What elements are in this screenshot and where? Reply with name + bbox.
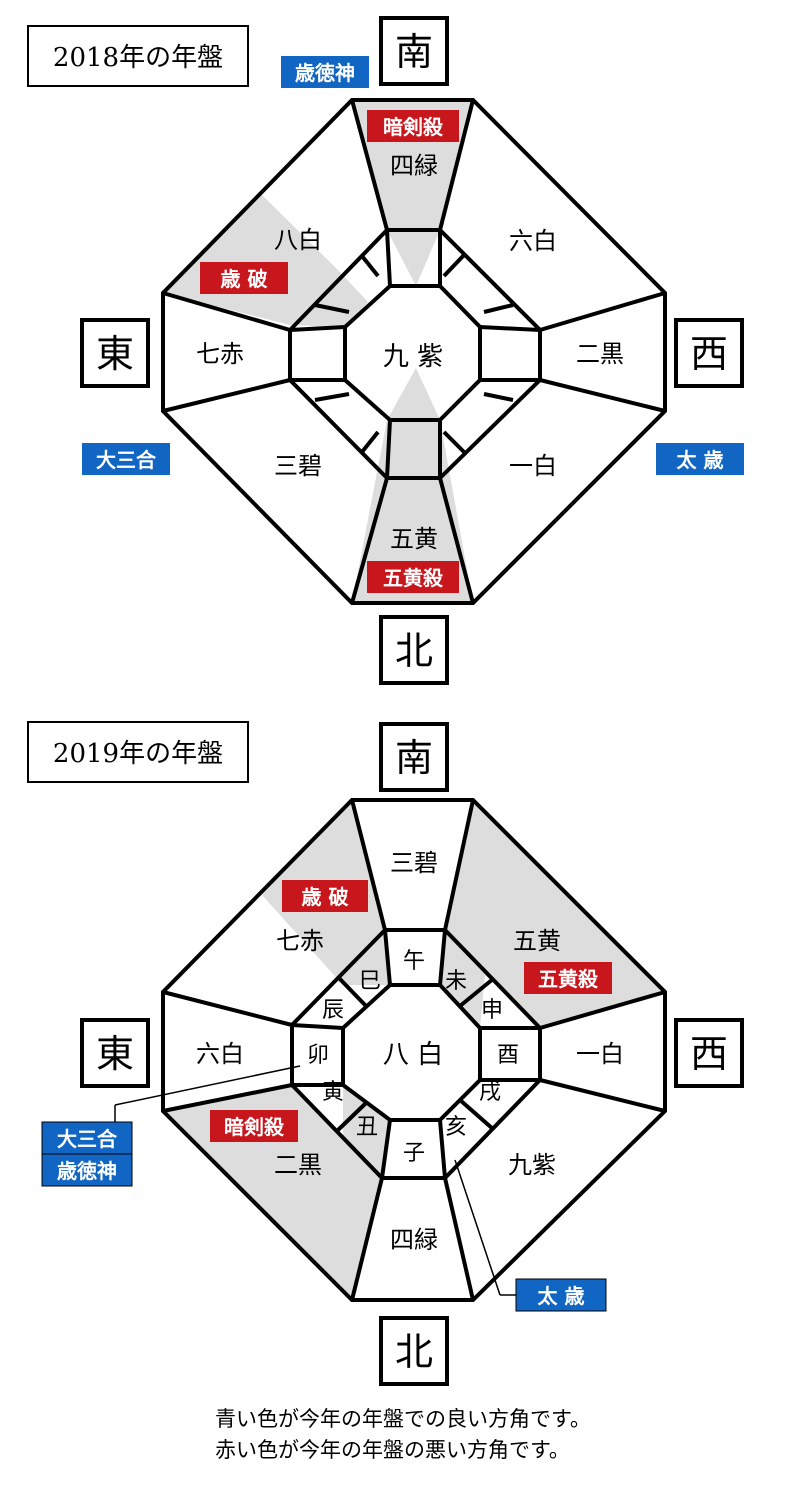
star-north-2019: 四緑 xyxy=(390,1226,438,1254)
star-se-2019: 七赤 xyxy=(276,927,324,955)
star-west-2019: 一白 xyxy=(576,1040,624,1068)
chart-2019: 2019年の年盤 南 北 東 西 八 白 三碧 五黄 一白 九紫 四緑 二黒 六… xyxy=(27,721,744,1386)
south-box-2018 xyxy=(379,16,449,86)
badge-gooosatsu-2019 xyxy=(524,962,612,994)
zodiac-saru: 申 xyxy=(481,998,503,1023)
zodiac-hitsuji: 未 xyxy=(445,969,467,994)
badge-taisai-text-2019: 太 歳 xyxy=(538,1284,585,1308)
leader-east-2019 xyxy=(114,1065,301,1106)
west-label-2018: 西 xyxy=(690,332,728,376)
south-inner-shade-2018 xyxy=(387,230,440,286)
badge-saitokujin-text-2018: 歳徳神 xyxy=(295,61,355,85)
star-se-2018: 八白 xyxy=(274,226,322,254)
badge-gooosatsu-text-2018: 五黄殺 xyxy=(383,566,444,590)
south-box-2019 xyxy=(379,722,449,792)
star-east-2018: 七赤 xyxy=(196,340,244,368)
badge-saiha-2019 xyxy=(282,880,368,912)
badge-ankensatsu-text-2019: 暗剣殺 xyxy=(224,1115,285,1139)
north-sector-shade-2018 xyxy=(352,420,473,603)
east-box-2019 xyxy=(80,1018,150,1088)
star-ne-2018: 三碧 xyxy=(274,452,322,480)
zodiac-tora: 寅 xyxy=(322,1080,344,1105)
center-star-2018: 九 紫 xyxy=(383,342,443,372)
west-box-2019 xyxy=(674,1018,744,1088)
badge-saitokujin-2019 xyxy=(41,1153,133,1187)
ushi-tora-cell-2019 xyxy=(343,1085,388,1178)
star-south-2018: 四緑 xyxy=(390,152,438,180)
zodiac-inu: 戌 xyxy=(479,1080,501,1105)
radials-2018 xyxy=(162,99,666,604)
badge-ankensatsu-2018 xyxy=(367,110,459,142)
north-label-2018: 北 xyxy=(395,629,433,673)
star-west-2018: 二黒 xyxy=(576,340,624,368)
badge-daisangou-text-2018: 大三合 xyxy=(96,448,157,472)
east-label-2019: 東 xyxy=(96,1032,134,1076)
zodiac-uma: 午 xyxy=(403,949,425,974)
hitsuji-saru-cell-2019 xyxy=(440,930,485,1028)
badge-daisangou-2018 xyxy=(82,443,170,475)
badge-taisai-text-2018: 太 歳 xyxy=(677,448,724,472)
star-north-2018: 五黄 xyxy=(390,525,438,553)
north-box-2019 xyxy=(379,1316,449,1386)
legend-line-1: 青い色が今年の年盤での良い方角です。 xyxy=(215,1407,591,1431)
north-inner-shade-2018 xyxy=(387,368,440,420)
title-box-2018 xyxy=(27,25,249,87)
star-ne-2019: 二黒 xyxy=(274,1151,322,1179)
star-south-2019: 三碧 xyxy=(390,849,438,877)
star-sw-2019: 五黄 xyxy=(513,927,561,955)
badge-saiha-text-2019: 歳 破 xyxy=(302,885,349,909)
south-label-2018: 南 xyxy=(395,30,433,74)
east-label-2018: 東 xyxy=(96,332,134,376)
badge-daisangou-text-2019: 大三合 xyxy=(57,1127,118,1151)
center-star-2019: 八 白 xyxy=(383,1040,443,1070)
zodiac-i: 亥 xyxy=(445,1115,467,1140)
zodiac-tatsu: 辰 xyxy=(322,998,344,1023)
east-box-2018 xyxy=(80,318,150,388)
star-east-2019: 六白 xyxy=(196,1040,244,1068)
badge-saiha-text-2018: 歳 破 xyxy=(221,267,268,291)
badge-saitokujin-text-2019: 歳徳神 xyxy=(57,1159,117,1183)
legend-line-2: 赤い色が今年の年盤の悪い方角です。 xyxy=(215,1438,570,1462)
badge-taisai-2019 xyxy=(515,1278,607,1312)
star-nw-2018: 一白 xyxy=(509,452,557,480)
south-label-2019: 南 xyxy=(395,736,433,780)
zodiac-ushi: 丑 xyxy=(356,1115,378,1140)
title-2018: 2018年の年盤 xyxy=(53,43,223,73)
badge-gooosatsu-2018 xyxy=(367,561,459,593)
north-box-2018 xyxy=(379,615,449,685)
north-label-2019: 北 xyxy=(395,1330,433,1374)
leader-taisai-2019 xyxy=(454,1159,501,1296)
west-label-2019: 西 xyxy=(690,1032,728,1076)
zodiac-u: 卯 xyxy=(307,1043,329,1068)
badge-ankensatsu-2019 xyxy=(210,1110,298,1142)
u-cell-2019 xyxy=(292,1025,343,1085)
title-box-2019 xyxy=(27,721,249,783)
zodiac-tori: 酉 xyxy=(497,1043,519,1068)
radials-2019 xyxy=(162,799,666,1301)
badge-gooosatsu-text-2019: 五黄殺 xyxy=(538,967,599,991)
badge-ankensatsu-text-2018: 暗剣殺 xyxy=(383,115,444,139)
uma-cell-2019 xyxy=(385,930,445,985)
badge-saiha-2018 xyxy=(200,262,288,294)
west-box-2018 xyxy=(674,318,744,388)
badge-saitokujin-2018 xyxy=(281,56,369,88)
star-nw-2019: 九紫 xyxy=(508,1151,556,1179)
zodiac-ne: 子 xyxy=(403,1141,425,1166)
chart-2018: 2018年の年盤 南 北 東 西 九 紫 四緑 六白 二黒 一白 五黄 三碧 七… xyxy=(27,16,744,685)
badge-taisai-2018 xyxy=(656,443,744,475)
star-sw-2018: 六白 xyxy=(509,227,557,255)
mi-cell-2019 xyxy=(343,930,390,985)
zodiac-mi: 巳 xyxy=(359,969,381,994)
title-2019: 2019年の年盤 xyxy=(53,739,223,769)
